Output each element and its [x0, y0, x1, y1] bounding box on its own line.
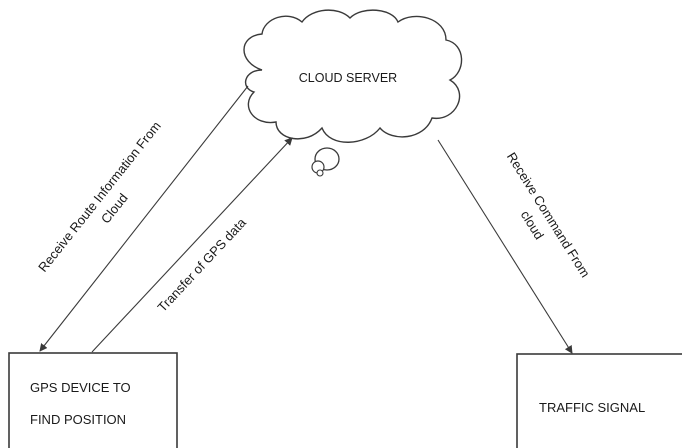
cloud-server-node: CLOUD SERVER	[243, 9, 463, 177]
route-info-arrow	[39, 85, 249, 352]
command-arrow	[437, 139, 573, 354]
gps-device-node: GPS DEVICE TO FIND POSITION	[8, 352, 178, 448]
gps-transfer-arrow	[91, 137, 293, 353]
gps-transfer-label: Transfer of GPS data	[154, 215, 249, 315]
gps-device-label-line1: GPS DEVICE TO	[30, 380, 131, 395]
cloud-server-label: CLOUD SERVER	[299, 71, 397, 85]
gps-device-label-line2: FIND POSITION	[30, 412, 126, 427]
traffic-signal-box	[516, 353, 682, 448]
traffic-signal-label: TRAFFIC SIGNAL	[539, 400, 645, 415]
cloud-bubble-small	[316, 169, 324, 177]
edge-command: Receive Command From cloud	[437, 139, 593, 354]
gps-device-box	[8, 352, 178, 448]
traffic-signal-node: TRAFFIC SIGNAL	[516, 353, 682, 448]
command-label-line1: Receive Command From	[504, 150, 593, 280]
cloud-shape	[243, 9, 463, 143]
route-info-label-line1: Receive Route Information From	[35, 118, 164, 274]
